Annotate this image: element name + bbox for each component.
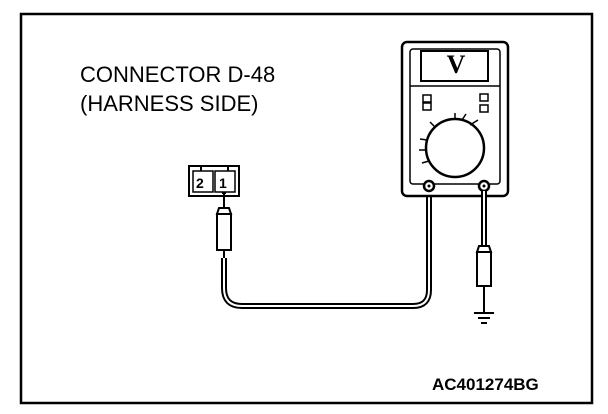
meter-button-left-bottom: [422, 102, 432, 111]
pin-label-2: 2: [196, 175, 204, 191]
ground-icon: [474, 312, 494, 324]
probe-lead-positive: [221, 186, 432, 309]
meter-dial: [424, 117, 486, 179]
probe-negative: [475, 245, 493, 312]
figure-border: [19, 12, 594, 405]
meter-mode-label: V: [446, 50, 466, 79]
pin-label-1: 1: [219, 175, 227, 191]
connector-d48: [188, 165, 240, 197]
meter-display: [420, 50, 489, 82]
connector-title: CONNECTOR D-48: [80, 62, 276, 87]
meter-button-right-bottom: [479, 104, 489, 113]
probe-positive: [215, 192, 233, 258]
voltmeter: [400, 40, 510, 198]
meter-button-left-top: [422, 94, 432, 103]
figure-code: AC401274BG: [432, 375, 539, 394]
meter-button-right-top: [479, 93, 489, 102]
connector-subtitle: (HARNESS SIDE): [80, 91, 259, 116]
